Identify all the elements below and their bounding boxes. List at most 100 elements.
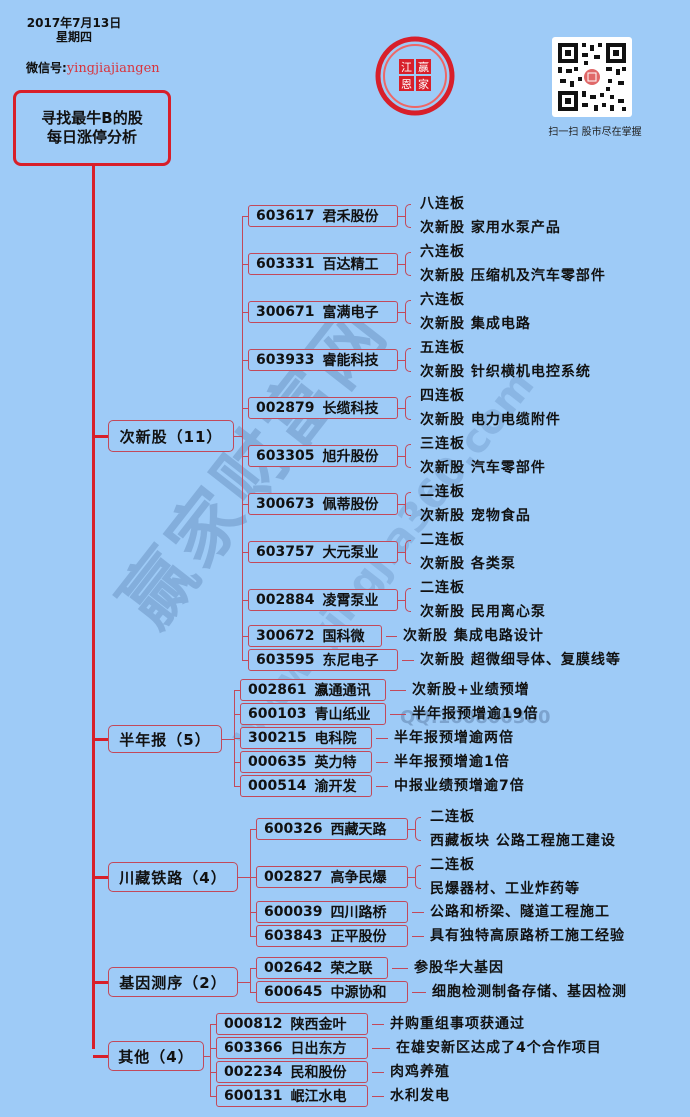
stock-name: 凌霄泵业: [322, 593, 379, 609]
stock-code: 000635: [248, 754, 307, 770]
stock-description: 次新股+业绩预增: [412, 682, 530, 698]
stock-connector: [242, 216, 248, 217]
stock-node[interactable]: 000812 陕西金叶: [216, 1013, 368, 1035]
desc-connector: [398, 312, 405, 313]
stock-name: 东尼电子: [322, 653, 379, 669]
stock-description: 六连板: [420, 244, 465, 260]
stock-description: 次新股 超微细导体、复膜线等: [420, 652, 621, 668]
desc-connector: [398, 360, 405, 361]
desc-connector: [372, 1024, 384, 1025]
stock-connector: [234, 690, 240, 691]
spine-connector: [93, 981, 108, 984]
stock-description: 次新股 集成电路: [420, 316, 531, 332]
stock-name: 日出东方: [290, 1041, 347, 1057]
stock-description: 次新股 集成电路设计: [403, 628, 544, 644]
category-node[interactable]: 其他（4）: [108, 1041, 204, 1071]
category-node[interactable]: 半年报（5）: [108, 725, 222, 753]
desc-connector: [398, 504, 405, 505]
stock-name: 旭升股份: [322, 449, 379, 465]
stock-connector: [242, 312, 248, 313]
stock-name: 睿能科技: [322, 353, 379, 369]
stock-connector: [250, 936, 256, 937]
stock-code: 002234: [224, 1064, 283, 1080]
stock-code: 603757: [256, 544, 315, 560]
qr-caption: 扫一扫 股市尽在掌握: [548, 127, 642, 138]
stock-description: 二连板: [430, 809, 475, 825]
desc-connector: [376, 762, 388, 763]
stock-name: 渝开发: [314, 779, 357, 795]
branch-connector: [238, 877, 250, 878]
root-node[interactable]: 寻找最牛B的股 每日涨停分析: [13, 90, 171, 166]
stock-name: 君禾股份: [322, 209, 379, 225]
stock-description: 半年报预增逾两倍: [394, 730, 514, 746]
stock-code: 000812: [224, 1016, 283, 1032]
stock-connector: [250, 877, 256, 878]
qr-code[interactable]: [552, 37, 632, 117]
category-node[interactable]: 基因测序（2）: [108, 967, 238, 997]
desc-connector: [390, 714, 406, 715]
desc-connector: [398, 216, 405, 217]
stock-name: 陕西金叶: [290, 1017, 347, 1033]
stock-connector: [242, 264, 248, 265]
stock-description: 次新股 电力电缆附件: [420, 412, 561, 428]
desc-connector: [376, 786, 388, 787]
stock-description: 次新股 汽车零部件: [420, 460, 546, 476]
desc-connector: [412, 912, 424, 913]
stock-description: 中报业绩预增逾7倍: [394, 778, 525, 794]
svg-text:江: 江: [401, 61, 412, 74]
stock-code: 603331: [256, 256, 315, 272]
wechat-id-line: 微信号:yingjiajiangen: [26, 59, 160, 76]
desc-connector: [376, 738, 388, 739]
stock-node[interactable]: 000514 渝开发: [240, 775, 372, 797]
stock-name: 西藏天路: [330, 822, 387, 838]
desc-connector: [398, 552, 405, 553]
stock-connector: [250, 829, 256, 830]
branch-line: [210, 1024, 211, 1096]
stock-description: 八连板: [420, 196, 465, 212]
category-node[interactable]: 川藏铁路（4）: [108, 862, 238, 892]
stock-description: 二连板: [420, 580, 465, 596]
stock-code: 300671: [256, 304, 315, 320]
stock-connector: [242, 456, 248, 457]
stock-connector: [250, 912, 256, 913]
spine-connector: [93, 876, 108, 879]
stock-connector: [234, 738, 240, 739]
date-header: 2017年7月13日 星期四: [20, 16, 128, 44]
brace-connector: [405, 540, 411, 564]
brace-connector: [405, 252, 411, 276]
stock-connector: [242, 552, 248, 553]
desc-connector: [412, 936, 424, 937]
desc-connector: [372, 1072, 384, 1073]
stock-connector: [242, 504, 248, 505]
stock-code: 000514: [248, 778, 307, 794]
seal-logo-icon: 江 赢 恩 家: [375, 36, 455, 116]
stock-name: 电科院: [314, 731, 357, 747]
stock-description: 三连板: [420, 436, 465, 452]
category-node[interactable]: 次新股（11）: [108, 420, 234, 452]
qr-code-icon: [558, 43, 626, 111]
